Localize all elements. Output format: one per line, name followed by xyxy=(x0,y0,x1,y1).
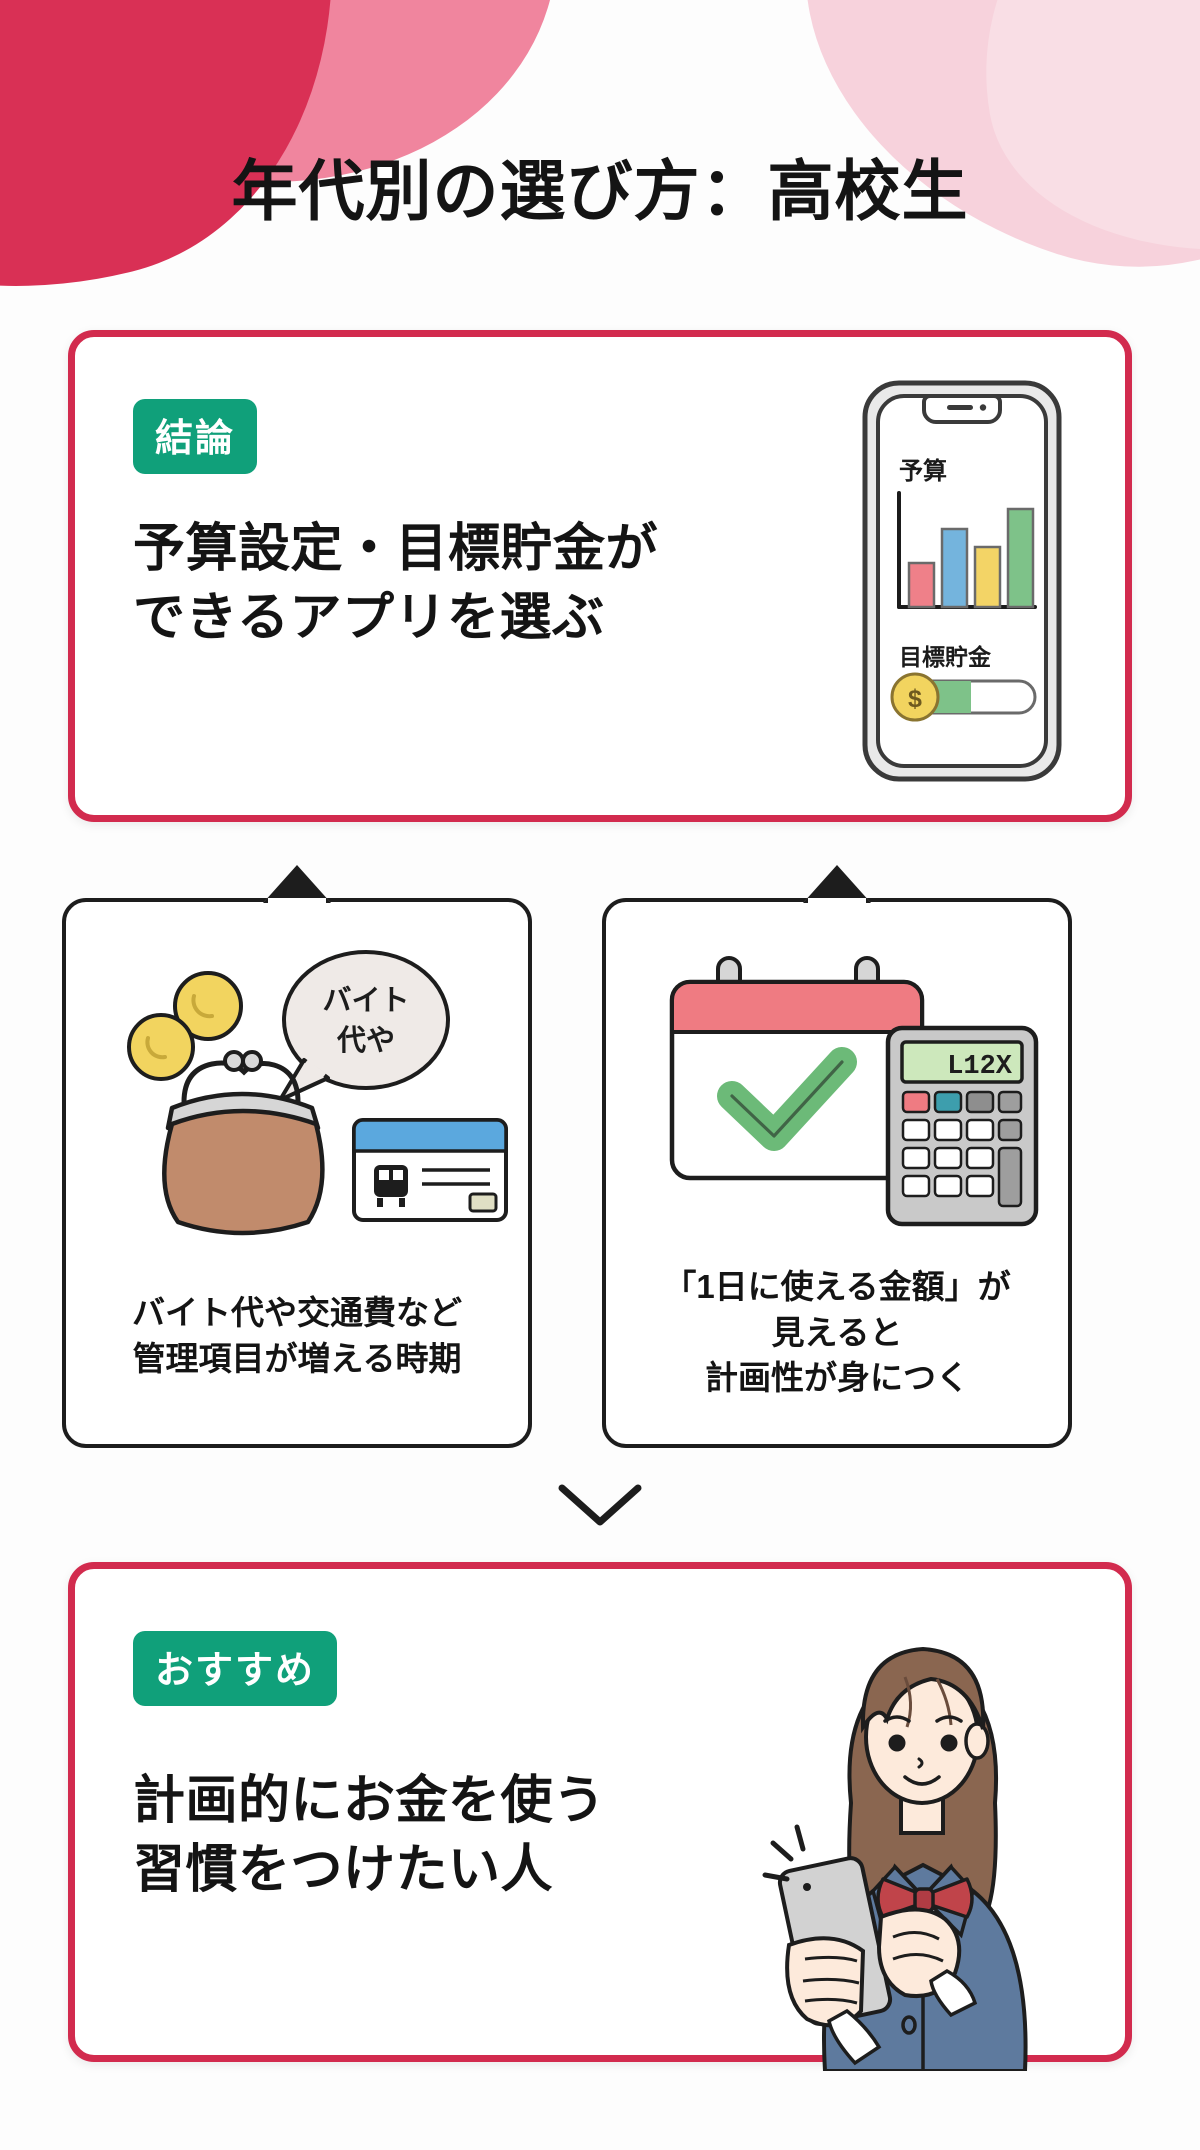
blazer-button xyxy=(901,2015,917,2035)
purse-coins-illustration: バイト 代や xyxy=(66,932,528,1252)
mid-right-caption-line-3: 計画性が身につく xyxy=(705,1359,969,1397)
purse-body xyxy=(162,1108,325,1236)
sparkle-icon xyxy=(762,1824,806,1882)
recommend-heading: 計画的にお金を使う 習慣をつけたい人 xyxy=(133,1767,606,1904)
mid-left-caption-line-2: 管理項目が増える時期 xyxy=(132,1339,462,1377)
phone-svg: 予算 目標貯金 $ xyxy=(862,380,1062,782)
mid-card-left-caption: バイト代や交通費など 管理項目が増える時期 xyxy=(66,1290,528,1381)
coin-lower xyxy=(127,1013,195,1081)
bar-1 xyxy=(907,561,936,609)
recommend-badge: おすすめ xyxy=(133,1631,338,1706)
coin-upper xyxy=(173,971,243,1041)
phone-chart-label: 予算 xyxy=(899,457,947,485)
conclusion-heading-line-2: できるアプリを選ぶ xyxy=(133,588,605,647)
mid-right-caption-line-2: 見えると xyxy=(771,1313,903,1351)
conclusion-heading: 予算設定・目標貯金が できるアプリを選ぶ xyxy=(133,515,658,652)
mid-card-left-notch xyxy=(263,865,331,903)
eye-left xyxy=(888,1734,906,1752)
schoolgirl-illustration xyxy=(755,1591,1085,2071)
mid-card-right-notch xyxy=(803,865,871,903)
svg-text:$: $ xyxy=(908,685,922,713)
calculator-keys xyxy=(901,1090,1023,1208)
recommend-card: おすすめ 計画的にお金を使う 習慣をつけたい人 xyxy=(68,1562,1132,2071)
bar-3 xyxy=(973,545,1002,609)
chevron-down-icon xyxy=(556,1482,644,1528)
mid-card-right: L12X xyxy=(602,865,1072,1448)
calendar-calculator-svg: L12X xyxy=(669,956,1039,1227)
mid-right-caption-line-1: 「1日に使える金額」が xyxy=(663,1268,1011,1305)
calendar-calculator-illustration: L12X xyxy=(606,932,1068,1252)
bar-4 xyxy=(1006,507,1035,609)
schoolgirl-svg xyxy=(762,1646,1028,2071)
page-title: 年代別の選び方：高校生 xyxy=(231,154,969,228)
bubble-line-1: バイト xyxy=(322,985,409,1017)
mid-left-caption-line-1: バイト代や交通費など xyxy=(132,1294,462,1331)
recommend-heading-line-2: 習慣をつけたい人 xyxy=(133,1840,554,1899)
mid-card-left: バイト 代や xyxy=(62,865,532,1448)
bubble-line-2: 代や xyxy=(336,1024,395,1057)
calculator-display xyxy=(900,1040,1024,1084)
speech-bubble xyxy=(282,950,450,1090)
bar-2 xyxy=(940,527,969,609)
mouth xyxy=(903,1775,941,1786)
recommend-heading-line-1: 計画的にお金を使う xyxy=(133,1772,606,1830)
phone-goal-label: 目標貯金 xyxy=(899,644,992,670)
conclusion-heading-line-1: 予算設定・目標貯金が xyxy=(133,520,659,578)
conclusion-card: 結論 予算設定・目標貯金が できるアプリを選ぶ 予算 目標貯金 xyxy=(68,330,1132,822)
purse-svg: バイト 代や xyxy=(127,950,508,1236)
phone-budget-illustration: 予算 目標貯金 $ xyxy=(847,375,1077,787)
conclusion-badge: 結論 xyxy=(133,399,258,474)
eye-right xyxy=(940,1734,958,1752)
train-icon xyxy=(374,1165,408,1207)
mid-card-right-caption: 「1日に使える金額」が 見えると 計画性が身につく xyxy=(606,1264,1068,1401)
calculator-display-value: L12X xyxy=(947,1052,1013,1082)
